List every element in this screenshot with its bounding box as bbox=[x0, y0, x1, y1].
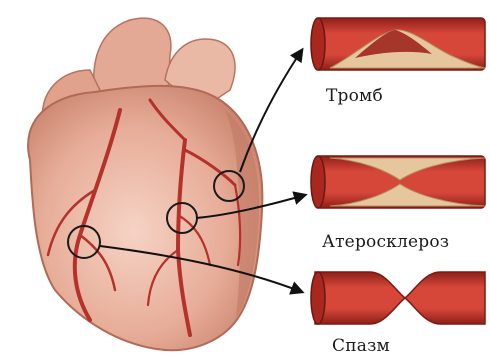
label-atherosclerosis: Атеросклероз bbox=[322, 232, 449, 252]
label-thrombus: Тромб bbox=[326, 86, 383, 106]
vessel-thrombus-opening bbox=[311, 18, 325, 70]
vessel-thrombus bbox=[311, 18, 485, 70]
vessel-spasm bbox=[311, 272, 485, 324]
vessel-spasm-opening bbox=[311, 272, 325, 324]
label-spasm: Спазм bbox=[332, 336, 390, 356]
vessel-athero-opening bbox=[311, 156, 325, 208]
aorta bbox=[94, 18, 171, 95]
vessel-atherosclerosis bbox=[311, 156, 485, 208]
heart-illustration bbox=[28, 18, 262, 350]
vessel-spasm-tube bbox=[315, 272, 485, 324]
